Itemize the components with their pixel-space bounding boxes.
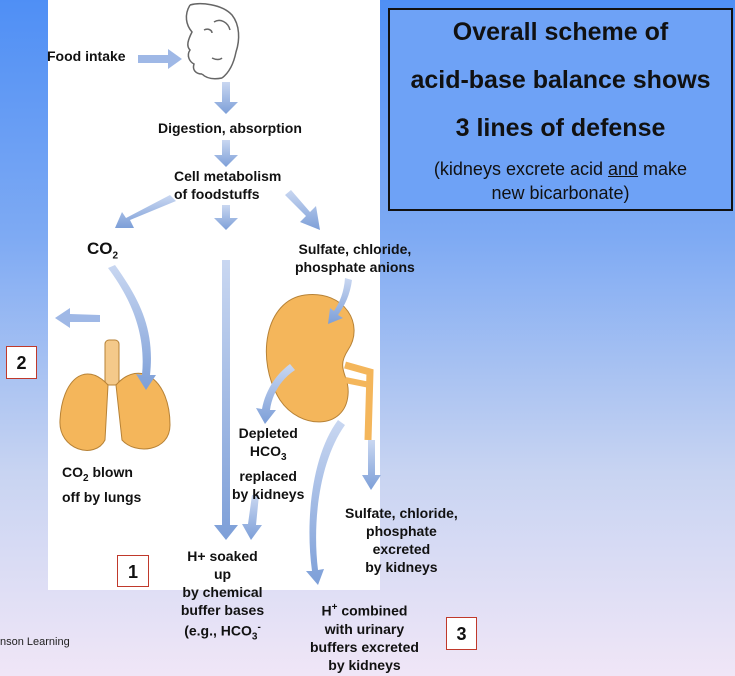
label-soaked-line1: H+ soaked — [187, 548, 258, 564]
arrow-metabolism-to-anions — [285, 190, 320, 230]
label-anions-line2: phosphate anions — [295, 259, 415, 275]
label-soaked-line5: (e.g., HCO3- — [184, 622, 261, 643]
arrow-co2-to-lungs — [108, 265, 156, 390]
label-depleted-hco3: Depleted HCO3 replaced by kidneys — [232, 424, 304, 503]
label-h-combined: H+ combined with urinary buffers excrete… — [310, 599, 419, 674]
label-combined-line2: with urinary — [324, 620, 405, 637]
label-soaked-line2: up — [213, 566, 232, 582]
arrow-anions-to-kidney — [328, 278, 352, 324]
label-depleted-line4: by kidneys — [232, 485, 305, 502]
label-depleted-line3: replaced — [239, 467, 297, 484]
arrow-metabolism-to-buffer — [214, 260, 238, 540]
label-anions-line1: Sulfate, chloride, — [298, 241, 412, 257]
title-box: Overall scheme of acid-base balance show… — [388, 8, 733, 211]
diagram-panel — [48, 0, 380, 590]
title-note-line2: new bicarbonate) — [491, 183, 630, 203]
label-excreted-line2: phosphate — [366, 523, 437, 539]
arrow-metabolism-to-co2 — [115, 195, 176, 228]
label-excreted-line4: by kidneys — [365, 559, 438, 575]
label-depleted-line1: Depleted — [238, 425, 298, 441]
label-excreted-line3: excreted — [372, 541, 431, 557]
label-cell-metabolism-line2: of foodstuffs — [174, 186, 260, 202]
label-co2-blown-line1: CO2 blown — [62, 464, 133, 484]
label-food-intake: Food intake — [47, 48, 126, 64]
label-combined-line4: by kidneys — [328, 656, 401, 673]
arrow-metabolism-down — [214, 205, 238, 230]
arrow-kidney-to-depleted — [256, 364, 295, 424]
label-excreted-line1: Sulfate, chloride, — [345, 505, 458, 521]
label-cell-metabolism: Cell metabolism of foodstuffs — [174, 167, 281, 203]
arrow-kidney-to-excreted — [362, 440, 381, 490]
arrow-depleted-to-buffer — [242, 495, 262, 540]
label-co2-blown-off: CO2 blown off by lungs — [62, 463, 141, 506]
title-line1: Overall scheme of — [452, 18, 669, 46]
label-sulfate-excreted: Sulfate, chloride, phosphate excreted by… — [345, 504, 458, 576]
flow-arrows — [55, 49, 381, 585]
label-combined-line1: H+ combined — [321, 602, 408, 619]
arrow-food-to-mouth — [138, 49, 182, 69]
arrow-digestion-to-metabolism — [214, 140, 238, 167]
label-depleted-line2: HCO3 — [249, 443, 287, 463]
label-digestion-absorption: Digestion, absorption — [158, 120, 302, 136]
head-illustration — [185, 3, 240, 80]
diagram-panel-extension — [48, 560, 178, 590]
credit-text: nson Learning — [0, 636, 70, 648]
label-soaked-line4: buffer bases — [180, 602, 265, 618]
label-combined-line3: buffers excreted — [310, 638, 419, 655]
defense-number-1: 1 — [117, 555, 149, 587]
kidney-illustration — [265, 294, 374, 441]
arrow-head-to-digestion — [214, 82, 238, 114]
lungs-illustration — [59, 339, 171, 451]
arrow-lungs-out — [55, 308, 100, 328]
title-line2: acid-base balance shows — [410, 66, 711, 94]
title-line3: 3 lines of defense — [455, 114, 666, 142]
defense-number-2: 2 — [6, 346, 37, 379]
label-co2: CO2 — [87, 239, 119, 262]
label-soaked-line3: by chemical — [182, 584, 263, 600]
label-h-soaked-up: H+ soaked up by chemical buffer bases (e… — [175, 547, 270, 646]
title-note-line1: (kidneys excrete acid and make — [433, 159, 688, 179]
label-co2-blown-line2: off by lungs — [62, 488, 142, 505]
label-cell-metabolism-line1: Cell metabolism — [174, 168, 282, 184]
defense-number-3: 3 — [446, 617, 477, 650]
label-anions: Sulfate, chloride, phosphate anions — [295, 240, 415, 276]
arrow-kidney-to-urine — [306, 420, 345, 585]
